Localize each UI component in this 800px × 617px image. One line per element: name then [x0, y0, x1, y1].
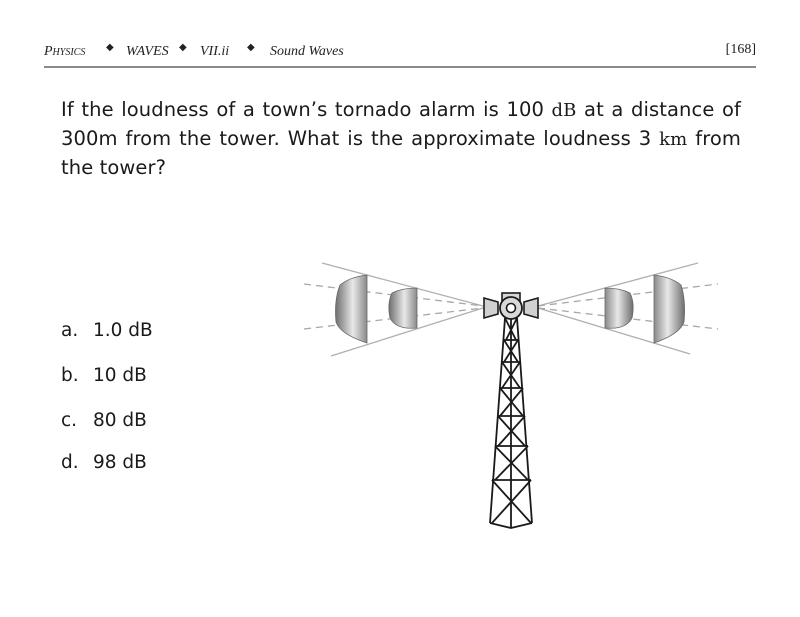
option-text: 10 dB: [93, 365, 147, 386]
question-text: If the loudness of a town’s tornado alar…: [61, 96, 741, 182]
option-a[interactable]: a. 1.0 dB: [61, 320, 153, 341]
breadcrumb-topic: Sound Waves: [270, 44, 344, 59]
bullet-icon: ◆: [247, 42, 255, 53]
option-c[interactable]: c. 80 dB: [61, 410, 147, 431]
wavefront-icon: [388, 287, 418, 329]
siren-tower-icon: [303, 262, 719, 529]
header-divider: [44, 66, 756, 68]
wavefront-icon: [653, 274, 685, 344]
bullet-icon: ◆: [179, 42, 187, 53]
option-letter: c.: [61, 410, 78, 431]
option-letter: b.: [61, 365, 79, 386]
option-letter: a.: [61, 320, 79, 341]
lattice-tower: [489, 317, 533, 529]
option-text: 80 dB: [93, 410, 147, 431]
question-part: at a distance of 300m from the tower. Wh…: [61, 98, 741, 150]
unit-km: km: [659, 129, 688, 150]
wavefront-icon: [604, 287, 634, 329]
option-text: 1.0 dB: [93, 320, 153, 341]
bullet-icon: ◆: [106, 42, 114, 53]
question-part: If the loudness of a town’s tornado alar…: [61, 98, 552, 121]
right-sound-cone: [537, 262, 699, 355]
wavefront-icon: [335, 274, 368, 344]
breadcrumb-subject: Physics: [44, 44, 86, 59]
page-number: [168]: [725, 42, 756, 57]
option-letter: d.: [61, 452, 79, 473]
left-sound-cone: [321, 262, 484, 357]
option-text: 98 dB: [93, 452, 147, 473]
option-d[interactable]: d. 98 dB: [61, 452, 147, 473]
option-b[interactable]: b. 10 dB: [61, 365, 147, 386]
breadcrumb-section: VII.ii: [200, 44, 230, 59]
siren-icon: [483, 292, 539, 320]
tornado-siren-figure: [300, 250, 740, 540]
breadcrumb-unit: WAVES: [126, 44, 169, 59]
page-header: Physics ◆ WAVES ◆ VII.ii ◆ Sound Waves […: [44, 40, 756, 62]
unit-db: dB: [551, 100, 577, 121]
question-part: from the tower?: [61, 127, 742, 179]
